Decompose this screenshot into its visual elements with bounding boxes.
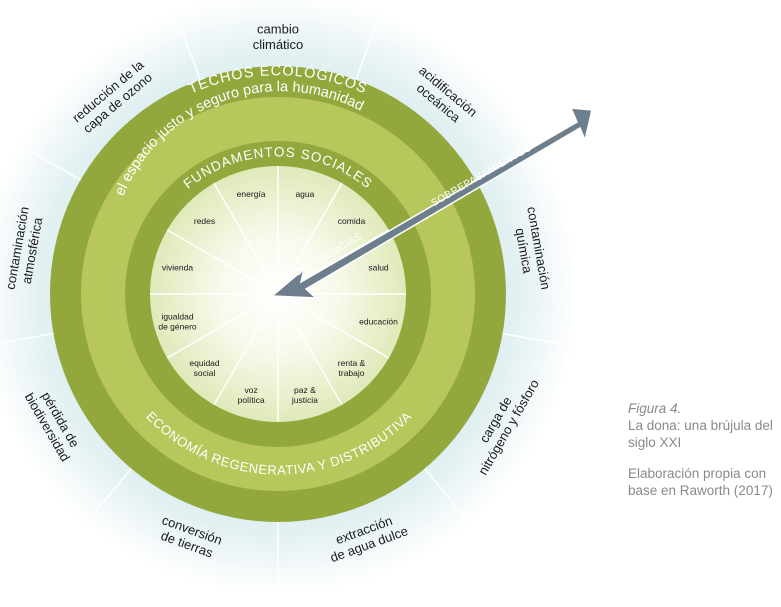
inner-dimension-label: paz &justicia — [291, 385, 318, 405]
outer-divider-line — [502, 332, 564, 346]
inner-labels: agua comida salud educación renta &trabajo pa… — [158, 189, 398, 405]
inner-dimension-label: salud — [368, 263, 389, 273]
outer-divider-line — [26, 148, 81, 181]
inner-divider-line — [277, 293, 343, 406]
inner-dimension-label: redes — [194, 216, 215, 226]
figure-source-line-1: Elaboración propia con — [628, 466, 767, 481]
figure-title-line-1: La dona: una brújula del — [628, 418, 773, 433]
outer-divider-line — [355, 21, 378, 81]
inner-dimension-label: vivienda — [162, 263, 193, 273]
inner-divider-line — [277, 182, 343, 295]
outer-divider-line — [423, 468, 465, 517]
inner-dividers — [150, 166, 406, 422]
outer-divider-line — [91, 468, 133, 517]
inner-divider-line — [213, 182, 279, 295]
inner-divider-line — [166, 293, 279, 359]
inner-divider-line — [213, 293, 279, 406]
figure-number: Figura 4. — [628, 401, 682, 416]
inner-dimension-label: agua — [295, 189, 314, 199]
inner-dimension-label: educación — [359, 316, 398, 326]
figure-title-line-2: siglo XXI — [628, 435, 682, 450]
inner-divider-line — [277, 293, 390, 359]
outer-dimension-label: contaminaciónatmosférica — [3, 205, 47, 293]
figure-source-line-2: base en Raworth (2017) — [628, 483, 773, 498]
inner-dimension-label: renta &trabajo — [338, 358, 366, 378]
inner-dimension-label: comida — [338, 216, 366, 226]
outer-divider-line — [178, 21, 201, 81]
inner-divider-line — [166, 229, 279, 295]
inner-dimension-label: energía — [237, 189, 266, 199]
outer-divider-line — [0, 332, 54, 344]
figure-caption: Figura 4. La dona: una brújula del siglo… — [628, 400, 778, 499]
